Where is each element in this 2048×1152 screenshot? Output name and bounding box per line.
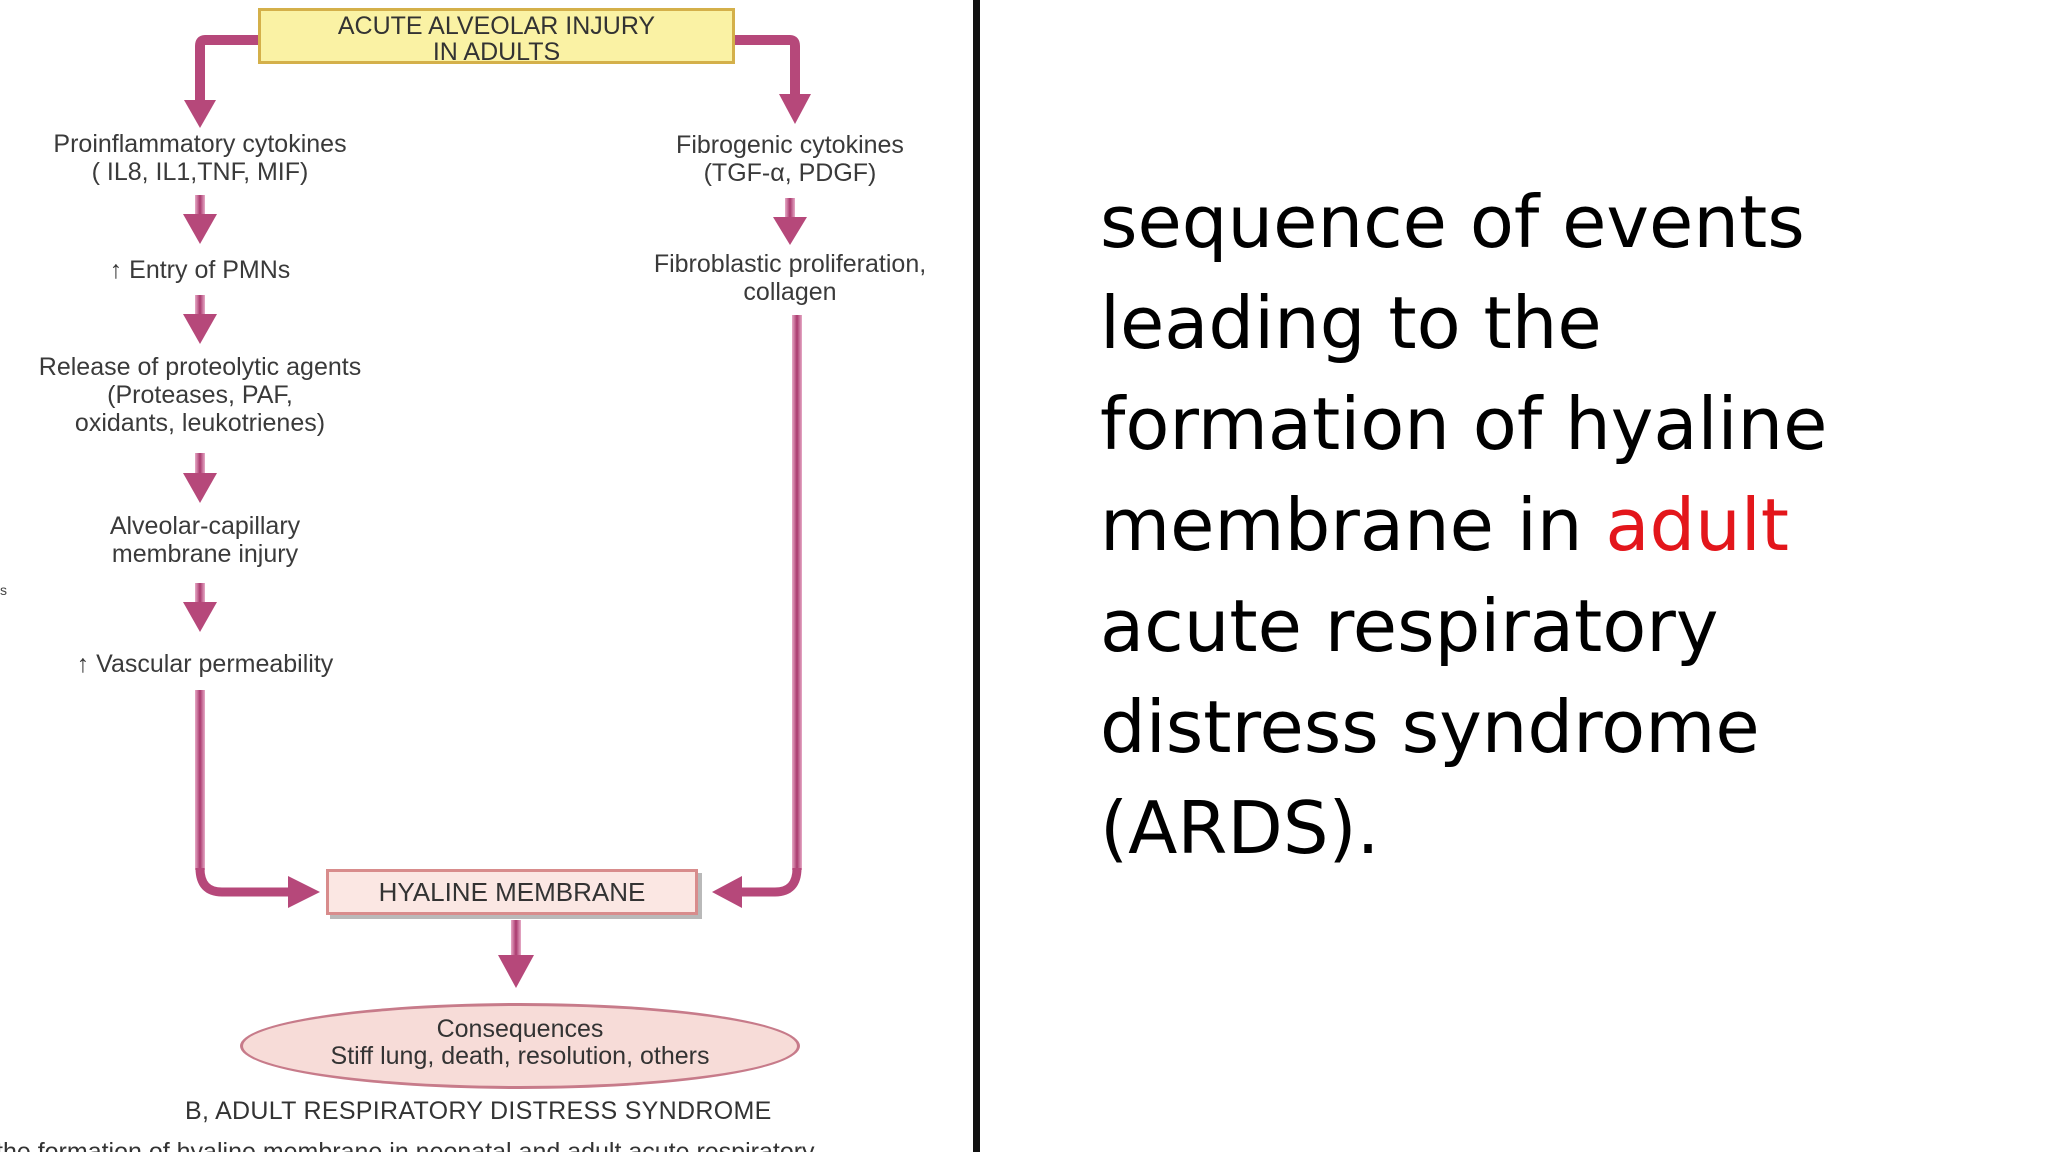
node-label: Release of proteolytic agents: [38, 353, 362, 381]
arrow-left-1: [183, 195, 217, 244]
node-label: oxidants, leukotrienes): [74, 409, 326, 437]
description-line: acute respiratory: [1100, 584, 1719, 668]
node-label: IN ADULTS: [432, 38, 561, 66]
node-consequences: Consequences Stiff lung, death, resoluti…: [240, 1003, 800, 1089]
node-fibroblastic-proliferation: Fibroblastic proliferation, collagen: [615, 250, 965, 306]
arrow-top-right: [735, 35, 811, 124]
arrow-left-long: [195, 690, 320, 908]
node-entry-of-pmns: ↑ Entry of PMNs: [20, 256, 380, 284]
diagram-panel: ACUTE ALVEOLAR INJURY IN ADULTS Proinfla…: [0, 0, 980, 1152]
arrow-left-2: [183, 295, 217, 344]
description-line: (ARDS).: [1100, 786, 1380, 870]
description-line: sequence of events: [1100, 180, 1805, 264]
node-label: ↑ Vascular permeability: [76, 650, 334, 678]
node-label: (TGF-α, PDGF): [703, 159, 877, 187]
node-proinflammatory-cytokines: Proinflammatory cytokines ( IL8, IL1,TNF…: [20, 130, 380, 186]
node-label: ACUTE ALVEOLAR INJURY: [337, 12, 656, 40]
diagram-arrows: [183, 35, 811, 988]
node-label: (Proteases, PAF,: [107, 381, 293, 409]
arrow-left-4: [183, 583, 217, 632]
arrow-right-1: [773, 198, 807, 245]
arrow-left-3: [183, 453, 217, 503]
node-label: collagen: [743, 278, 837, 306]
node-label: membrane injury: [111, 540, 299, 568]
node-label: ( IL8, IL1,TNF, MIF): [91, 158, 309, 186]
stray-mark: s: [0, 582, 7, 598]
slide-description: sequence of events leading to the format…: [1100, 172, 2000, 879]
node-label: Proinflammatory cytokines: [53, 130, 347, 158]
node-release-proteolytic-agents: Release of proteolytic agents (Proteases…: [0, 353, 400, 437]
cut-off-caption-text: the formation of hyaline membrane in neo…: [0, 1138, 815, 1152]
node-vascular-permeability: ↑ Vascular permeability: [20, 650, 390, 678]
node-hyaline-membrane: HYALINE MEMBRANE: [326, 869, 698, 915]
arrow-top-left: [184, 35, 258, 128]
node-label: Fibroblastic proliferation,: [653, 250, 927, 278]
node-label: ↑ Entry of PMNs: [109, 256, 291, 284]
node-label: Consequences: [436, 1015, 604, 1043]
description-line: distress syndrome: [1100, 685, 1760, 769]
arrow-to-consequences: [498, 920, 534, 988]
highlight-word: adult: [1605, 483, 1790, 567]
node-label: Fibrogenic cytokines: [676, 131, 904, 159]
description-text: membrane in: [1100, 483, 1606, 567]
node-label: Stiff lung, death, resolution, others: [330, 1042, 710, 1070]
node-acute-alveolar-injury: ACUTE ALVEOLAR INJURY IN ADULTS: [258, 8, 735, 66]
description-line: formation of hyaline: [1100, 382, 1828, 466]
arrow-right-long: [712, 315, 802, 908]
diagram-caption: B, ADULT RESPIRATORY DISTRESS SYNDROME: [185, 1097, 772, 1125]
node-label: Alveolar-capillary: [109, 512, 301, 540]
description-line: membrane in adult: [1100, 475, 2000, 576]
description-line: leading to the: [1100, 281, 1602, 365]
node-fibrogenic-cytokines: Fibrogenic cytokines (TGF-α, PDGF): [615, 131, 965, 187]
node-alveolar-capillary-injury: Alveolar-capillary membrane injury: [20, 512, 390, 568]
